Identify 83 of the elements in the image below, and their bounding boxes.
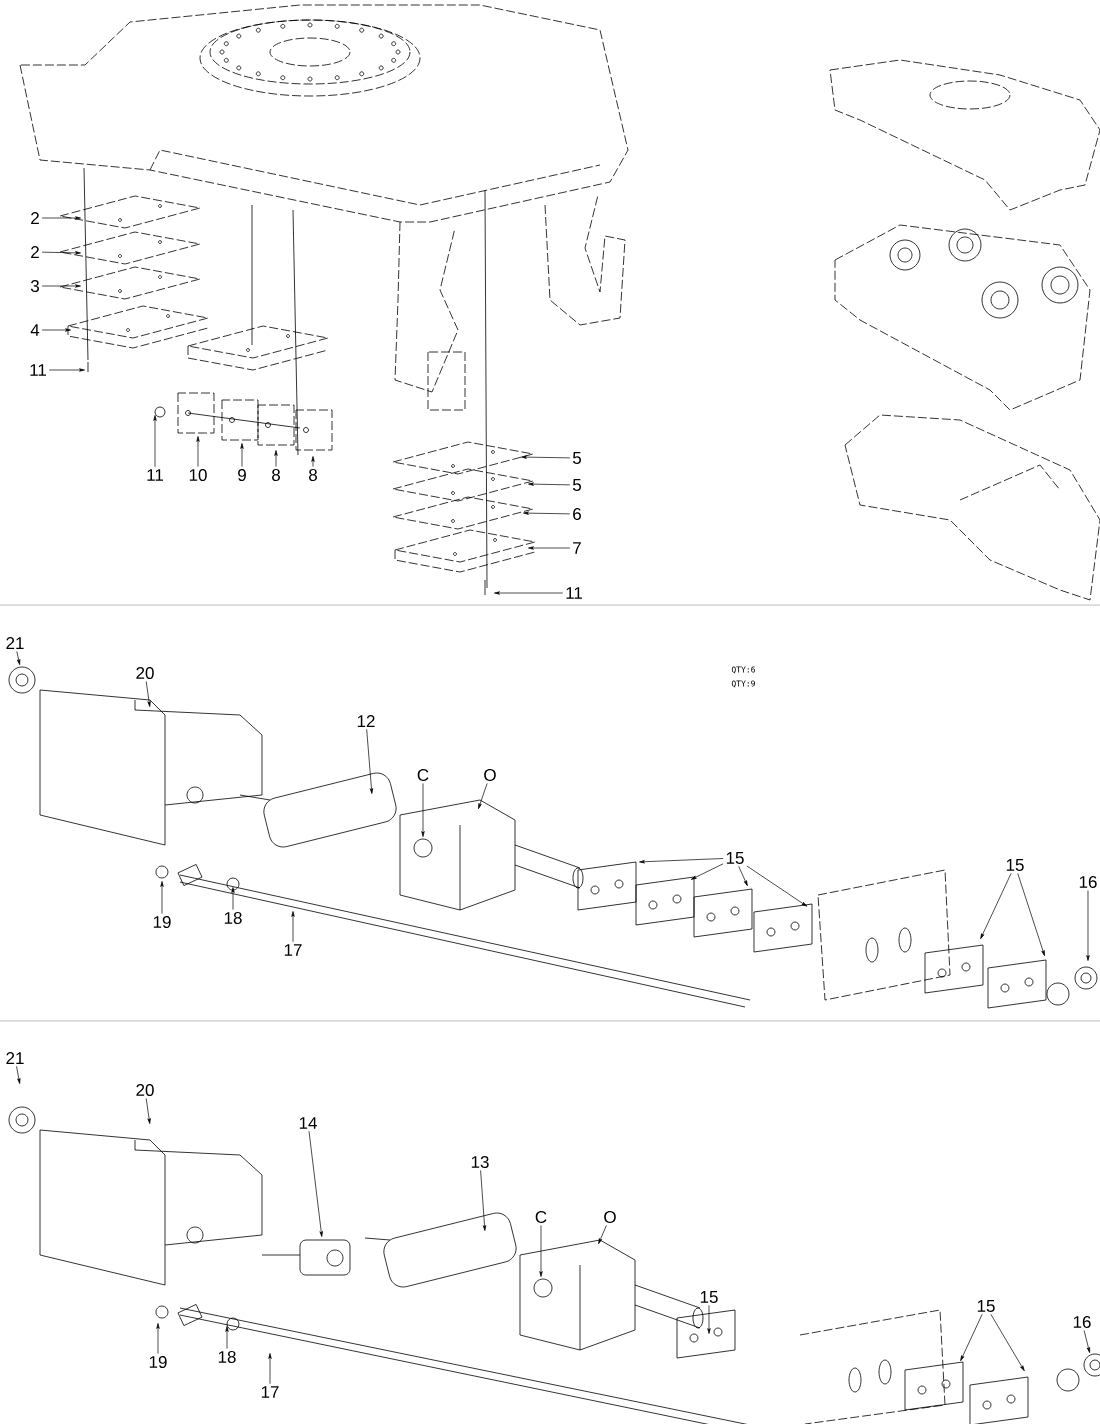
- leader-line: [746, 865, 808, 907]
- callout-number: 10: [189, 469, 207, 482]
- leader-line: [225, 1326, 229, 1349]
- callout-number: 19: [153, 916, 171, 929]
- leader-line: [528, 482, 571, 486]
- leader-line: [528, 546, 571, 550]
- callout-number: 4: [30, 324, 40, 336]
- callout-number: 15: [700, 1291, 718, 1303]
- leader-line: [639, 858, 724, 864]
- leader-line: [16, 1066, 21, 1084]
- callout-number: 15: [726, 852, 744, 864]
- leader-line: [478, 783, 488, 809]
- leader-line: [311, 456, 315, 467]
- callout-number: 3: [30, 280, 39, 293]
- leader-line: [480, 1170, 487, 1231]
- callout-number: 9: [238, 469, 246, 482]
- callout-number: O: [604, 1211, 616, 1224]
- leader-line: [690, 863, 724, 880]
- leader-line: [240, 443, 244, 467]
- leader-line: [268, 1353, 272, 1385]
- leader-line: [41, 284, 81, 288]
- leader-line: [145, 681, 151, 707]
- callout-number: 14: [299, 1117, 317, 1129]
- leader-line: [980, 873, 1012, 940]
- callout-number: 8: [309, 469, 317, 482]
- leader-line: [1086, 890, 1090, 961]
- callout-number: 7: [573, 542, 581, 554]
- callout-number: 11: [147, 469, 163, 481]
- callout-number: 20: [136, 667, 154, 680]
- leader-line: [41, 251, 81, 255]
- callout-number: 2: [31, 212, 39, 224]
- callout-number: 20: [136, 1084, 154, 1097]
- callout-number: 8: [272, 469, 280, 482]
- leader-line: [156, 1323, 160, 1354]
- leader-line: [1017, 873, 1045, 956]
- callout-number: 17: [261, 1386, 279, 1398]
- quantity-note: QTY:6: [731, 666, 755, 674]
- callout-number: C: [417, 769, 429, 782]
- callout-number: 6: [573, 508, 581, 521]
- leader-line: [231, 887, 235, 910]
- leader-line: [41, 216, 81, 220]
- leader-line: [523, 511, 571, 515]
- leader-line: [707, 1305, 711, 1334]
- callout-number: 5: [572, 452, 581, 464]
- callout-number: 15: [1006, 859, 1024, 871]
- leader-line: [494, 591, 564, 595]
- leader-line: [291, 911, 295, 943]
- leader-line: [990, 1314, 1025, 1372]
- callout-number: C: [535, 1211, 547, 1224]
- leader-line: [160, 881, 164, 914]
- leader-line: [196, 436, 200, 467]
- leader-line: [1083, 1330, 1090, 1353]
- leader-line: [308, 1130, 323, 1237]
- callout-number: O: [484, 769, 496, 782]
- callout-number: 21: [6, 1052, 24, 1064]
- callout-number: 19: [149, 1356, 167, 1369]
- quantity-note: QTY:9: [731, 680, 755, 688]
- leader-line: [539, 1225, 543, 1277]
- callout-number: 11: [566, 587, 582, 599]
- callout-number: 15: [977, 1300, 995, 1312]
- leader-line: [153, 415, 157, 468]
- callout-number: 16: [1073, 1316, 1091, 1329]
- callout-number: 17: [284, 944, 302, 956]
- leader-line: [274, 450, 278, 467]
- leader-line: [366, 729, 374, 794]
- leader-line: [145, 1098, 151, 1124]
- leader-line: [48, 368, 85, 372]
- callout-number: 5: [572, 479, 581, 491]
- callout-number: 13: [471, 1156, 489, 1169]
- callout-number: 12: [357, 715, 375, 727]
- callout-number: 18: [224, 912, 242, 925]
- leader-line: [421, 783, 425, 837]
- callout-number: 21: [6, 637, 24, 649]
- callout-number: 2: [31, 246, 39, 258]
- leader-line: [41, 328, 71, 332]
- leader-line: [598, 1225, 607, 1245]
- callout-number: 18: [218, 1351, 236, 1364]
- leader-line: [960, 1314, 983, 1362]
- leader-line: [521, 455, 571, 459]
- callout-number: 16: [1079, 876, 1097, 889]
- leader-line: [16, 651, 21, 665]
- leader-line: [738, 866, 748, 887]
- callout-number: 11: [30, 364, 46, 376]
